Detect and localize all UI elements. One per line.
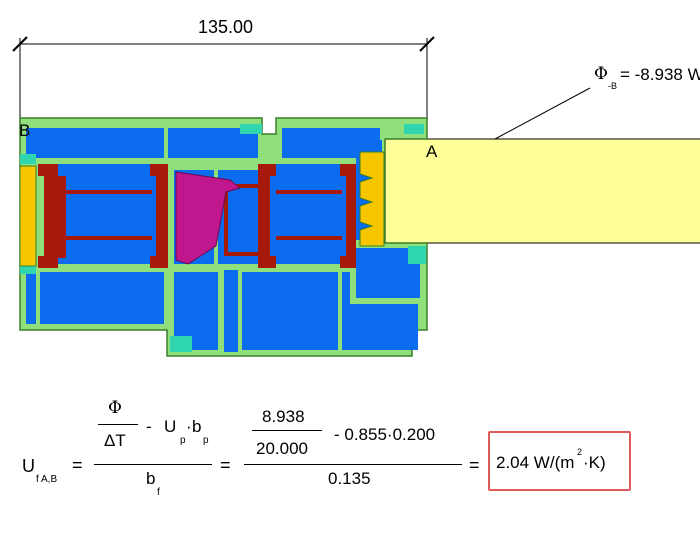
denominator: 0.135 [328,469,371,488]
dot-1: · [186,417,192,436]
label-a: A [426,142,438,161]
result-unit: ·K) [583,453,606,472]
inner-fraction-bar [252,430,322,431]
equals-3: = [469,455,480,475]
u-f-subscript: f A,B [36,474,58,485]
main-fraction-bar [94,464,212,465]
dimension-line [12,36,435,118]
num-flux: 8.938 [262,407,305,426]
b-f-symbol: b [146,469,156,488]
dimension-label: 135.00 [198,17,254,37]
right-fraction-bar [244,464,462,465]
u-p-symbol: U [164,417,177,436]
glazing-panel [384,138,700,244]
window-profile-section [12,36,700,357]
result-highlight-box [488,431,631,491]
equals-1: = [72,455,83,475]
u-f-symbol: U [22,456,35,476]
phi-fraction-bar [98,424,138,425]
flux-subscript: -B [608,81,617,91]
b-f-subscript: f [157,487,160,498]
b-p-subscript: p [203,435,209,446]
delta-t: ΔT [104,431,126,450]
minus-1: - [146,417,152,436]
flux-symbol: Φ [594,64,608,84]
result-exponent: 2 [577,447,583,457]
result-value: 2.04 W/(m [496,453,575,472]
flux-leader-line [494,87,591,140]
frame-profile [19,117,428,357]
label-b: B [19,121,31,140]
u-p-subscript: p [180,435,186,446]
num-rest: - 0.855·0.200 [334,425,436,444]
equals-2: = [220,455,231,475]
flux-value: = -8.938 W [620,65,700,84]
num-dt: 20.000 [256,439,308,458]
phi-symbol: Φ [108,398,122,418]
b-p-symbol: b [192,417,202,436]
